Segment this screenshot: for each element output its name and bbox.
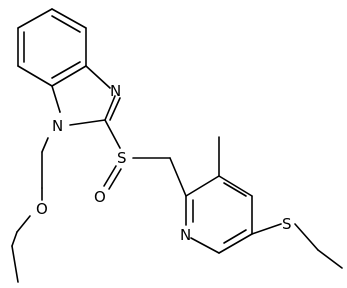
atom-labels: N N S O O N S: [36, 82, 292, 244]
bond: [223, 182, 247, 197]
bond: [108, 168, 122, 190]
bond: [51, 65, 87, 87]
bond: [51, 15, 81, 33]
bond: [218, 233, 253, 254]
bond: [11, 231, 18, 247]
atom-label-s: S: [282, 215, 292, 233]
atom-label-n: N: [110, 82, 121, 100]
bond: [218, 175, 253, 197]
bond: [41, 137, 49, 153]
bond: [190, 237, 220, 254]
bond: [51, 61, 81, 79]
atom-label-n: N: [180, 226, 191, 244]
bond: [169, 157, 187, 197]
bond: [17, 65, 53, 87]
bond: [185, 175, 220, 197]
bond: [17, 8, 53, 29]
bond: [104, 119, 121, 149]
bond: [109, 97, 121, 121]
bond: [11, 245, 19, 283]
bond: [51, 85, 61, 113]
atom-label-s: S: [117, 149, 127, 167]
bond: [85, 65, 111, 89]
bond: [294, 223, 319, 251]
bond: [251, 223, 282, 235]
atom-label-o: O: [94, 188, 106, 206]
bond: [103, 165, 117, 187]
bonds: [11, 8, 343, 283]
bond: [69, 119, 106, 126]
bond: [317, 249, 343, 269]
bond: [104, 95, 116, 121]
atom-label-o: O: [36, 200, 48, 218]
bond: [223, 229, 247, 244]
atom-label-n: N: [52, 117, 63, 135]
bond: [51, 8, 87, 29]
bond: [16, 215, 31, 233]
